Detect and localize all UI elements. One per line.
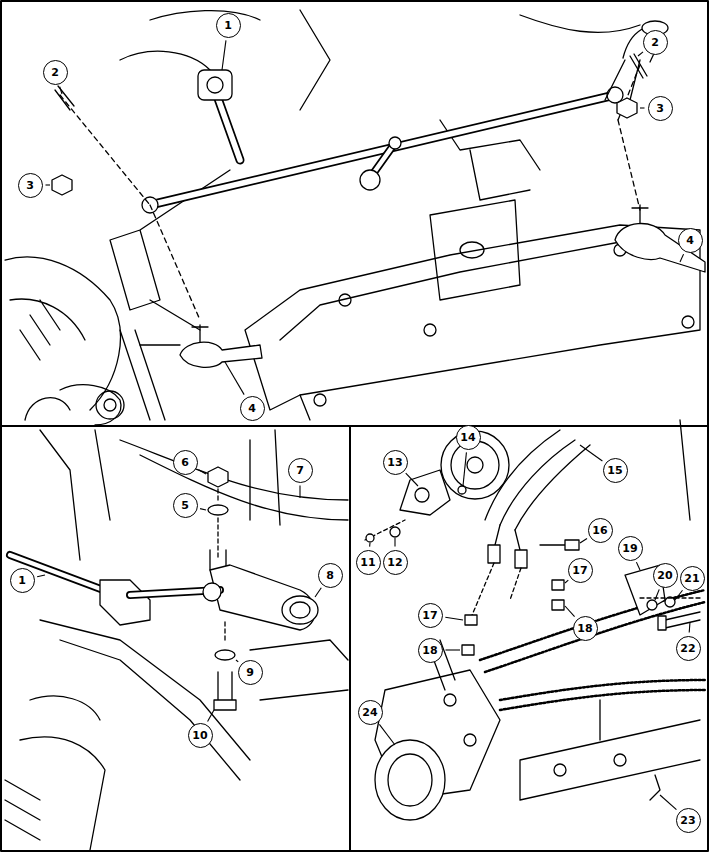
- leader-line: [565, 606, 575, 617]
- leader-line: [638, 52, 643, 56]
- callout-number: 2: [643, 30, 668, 55]
- callout-number: 8: [318, 563, 343, 588]
- leader-line: [46, 184, 51, 185]
- callout-number: 19: [618, 536, 643, 561]
- panel-divider: [349, 426, 351, 851]
- leader-line: [60, 87, 62, 94]
- callout-number: 18: [418, 638, 443, 663]
- leader-line: [198, 470, 206, 474]
- callout-number: 1: [216, 13, 241, 38]
- callout-number: 1: [10, 568, 35, 593]
- callout-number: 4: [240, 396, 265, 421]
- panel-divider: [1, 425, 708, 427]
- callout-number: 2: [43, 60, 68, 85]
- callout-number: 23: [676, 808, 701, 833]
- leader-line: [315, 588, 321, 597]
- callout-number: 14: [456, 425, 481, 450]
- callout-number: 17: [418, 603, 443, 628]
- callout-number: 5: [173, 493, 198, 518]
- callout-number: 13: [383, 450, 408, 475]
- callout-number: 20: [653, 563, 678, 588]
- leader-line: [680, 254, 684, 262]
- leader-line: [299, 486, 300, 499]
- leader-line: [689, 622, 691, 633]
- callout-number: 17: [568, 558, 593, 583]
- leader-line: [463, 452, 466, 486]
- top-view: [5, 10, 705, 425]
- steering-gear-view: [365, 420, 705, 820]
- callout-number: 22: [676, 636, 701, 661]
- callout-number: 21: [680, 566, 705, 591]
- callout-number: 12: [383, 550, 408, 575]
- callout-number: 9: [238, 660, 263, 685]
- leader-line: [37, 575, 45, 577]
- callout-number: 10: [188, 723, 213, 748]
- leader-line: [222, 40, 226, 70]
- callout-number: 16: [588, 518, 613, 543]
- leader-line: [636, 562, 640, 570]
- leader-line: [675, 590, 683, 600]
- leader-line: [655, 589, 659, 600]
- leader-line: [394, 538, 395, 547]
- leader-line: [379, 724, 395, 745]
- leader-line: [565, 580, 568, 583]
- leader-line: [660, 795, 676, 810]
- callout-number: 3: [18, 173, 43, 198]
- callout-number: 18: [573, 616, 598, 641]
- leader-line: [580, 445, 602, 461]
- leader-line: [200, 509, 206, 510]
- leader-line: [446, 649, 461, 650]
- leader-line: [369, 543, 370, 547]
- callout-number: 4: [678, 228, 703, 253]
- callout-number: 15: [603, 458, 628, 483]
- leader-line: [208, 710, 214, 721]
- pitman-arm-view: [5, 430, 348, 850]
- callout-number: 6: [173, 450, 198, 475]
- leader-line: [236, 660, 238, 662]
- callout-number: 7: [288, 458, 313, 483]
- callout-number: 11: [356, 550, 381, 575]
- leader-line: [640, 107, 645, 108]
- callout-number: 3: [648, 96, 673, 121]
- leader-line: [580, 538, 587, 543]
- leader-line: [406, 473, 418, 486]
- leader-line: [445, 617, 463, 620]
- callout-number: 24: [358, 700, 383, 725]
- leader-line: [225, 362, 244, 395]
